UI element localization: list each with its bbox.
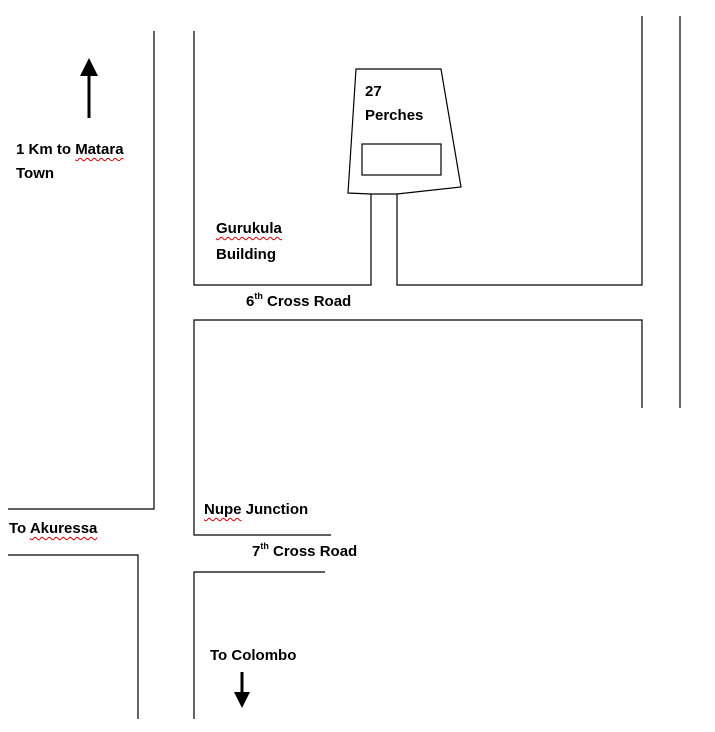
gurukula-building-label: Gurukula Building: [216, 216, 282, 268]
akuressa-direction-label: To Akuressa: [9, 520, 98, 537]
plot-size-number: 27: [365, 83, 382, 100]
seventh-cross-road-label: 7th Cross Road: [252, 541, 358, 561]
plot-size-unit: Perches: [365, 107, 424, 124]
arrow-down-icon: [234, 672, 250, 708]
matara-direction-label: 1 Km to Matara Town: [16, 138, 124, 186]
matara-distance-text: 1 Km to: [16, 141, 76, 158]
south-block-outline: [193, 571, 325, 719]
plot-size-label: 27 Perches: [365, 80, 423, 128]
colombo-direction-label: To Colombo: [210, 647, 297, 664]
gurukula-block-outline: [193, 31, 372, 286]
plot-27-perches-outline: [347, 68, 462, 195]
gurukula-name-text: Gurukula: [216, 220, 282, 237]
building-text: Building: [216, 246, 276, 263]
middle-block-outline: [193, 319, 643, 536]
nupe-junction-label: Nupe Junction: [204, 501, 309, 518]
main-road-west-edge-lower: [8, 554, 139, 719]
arrow-up-icon: [80, 58, 98, 118]
plot-access-lane-east: [396, 16, 643, 286]
sixth-cross-road-label: 6th Cross Road: [246, 291, 352, 311]
matara-town-text: Town: [16, 165, 55, 182]
house-rectangle: [361, 143, 442, 176]
matara-name-text: Matara: [75, 141, 124, 158]
main-road-west-edge-upper: [8, 31, 155, 510]
